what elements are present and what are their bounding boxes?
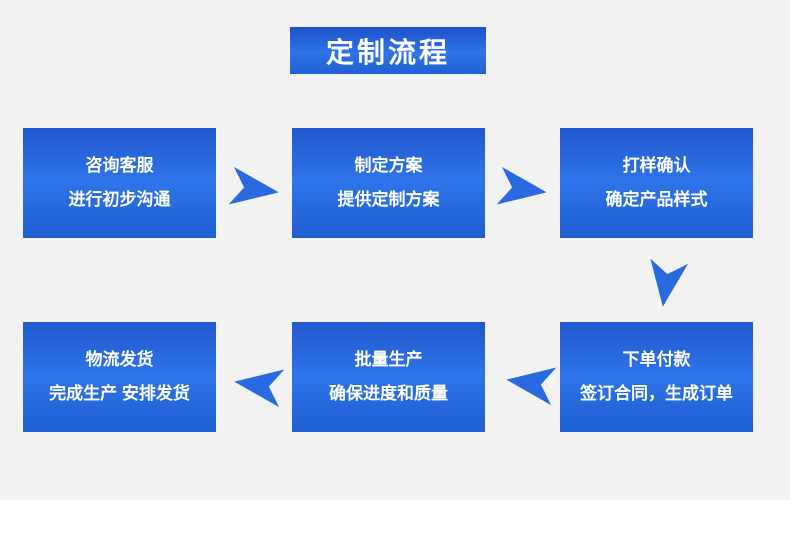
step-box-6: 物流发货 完成生产 安排发货 [23,322,216,432]
step-2-line2: 提供定制方案 [337,190,440,209]
arrow-left-icon [506,367,557,406]
step-5-line2: 确保进度和质量 [329,384,448,403]
arrow-right-icon [228,166,279,205]
step-3-line1: 打样确认 [622,156,691,175]
arrow-right-icon [496,166,547,205]
arrow-left-icon [234,369,285,408]
diagram-title: 定制流程 [325,36,450,68]
step-4-line2: 签订合同，生成订单 [580,384,733,403]
step-5-line1: 批量生产 [354,350,423,369]
step-3-line2: 确定产品样式 [605,190,708,209]
step-6-line1: 物流发货 [85,350,154,369]
step-6-line2: 完成生产 安排发货 [49,384,190,403]
diagram-title-banner: 定制流程 [290,27,486,74]
step-box-4: 下单付款 签订合同，生成订单 [560,322,753,432]
step-box-3: 打样确认 确定产品样式 [560,128,753,238]
step-box-1: 咨询客服 进行初步沟通 [23,128,216,238]
step-1-line1: 咨询客服 [85,156,154,175]
step-box-2: 制定方案 提供定制方案 [292,128,485,238]
step-box-5: 批量生产 确保进度和质量 [292,322,485,432]
step-1-line2: 进行初步沟通 [68,190,171,209]
step-4-line1: 下单付款 [622,350,691,369]
arrow-down-icon [650,258,689,307]
step-2-line1: 制定方案 [354,156,423,175]
